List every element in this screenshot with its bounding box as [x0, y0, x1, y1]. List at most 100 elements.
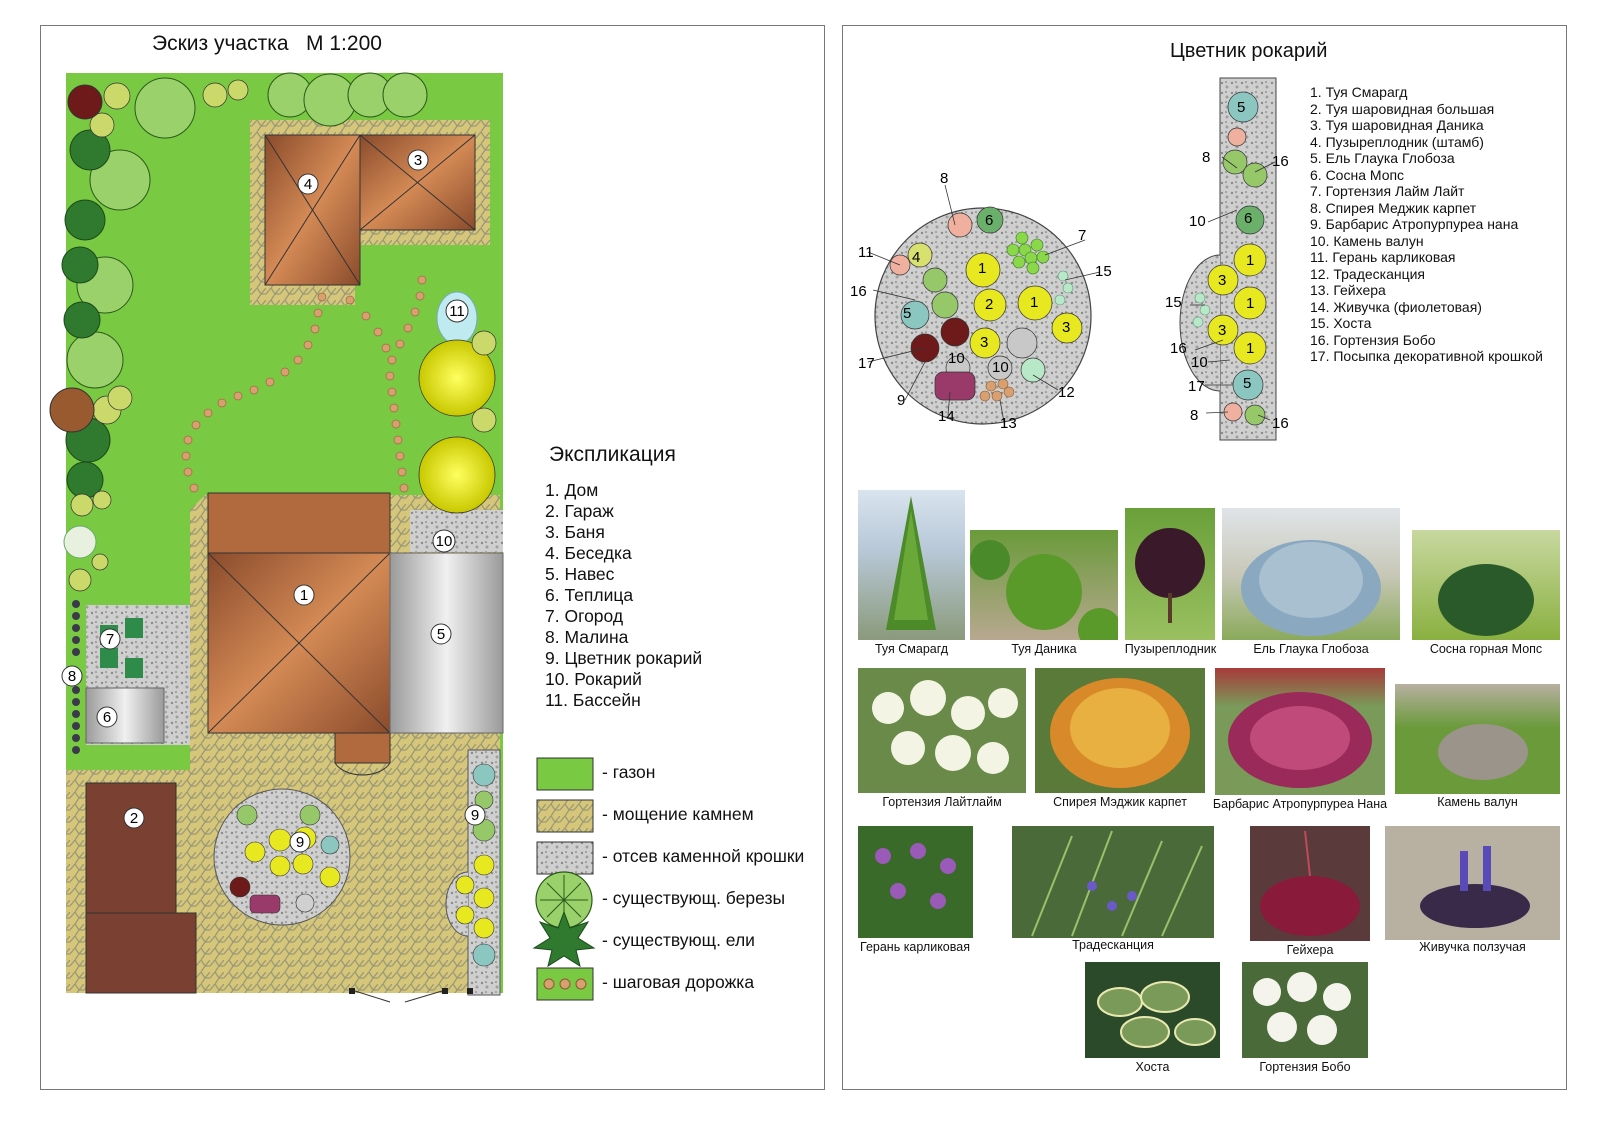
spruce-icon: [532, 910, 596, 968]
plan-label-10: 10: [436, 533, 453, 550]
rockery-title: Цветник рокарий: [1170, 40, 1328, 62]
rock-circle-label-4: 4: [912, 249, 920, 266]
photo-caption: Традесканция: [1072, 938, 1154, 952]
photo-caption: Гортензия Лайтлайм: [882, 795, 1002, 809]
rock-strip-label-16b: 16: [1272, 415, 1289, 432]
photo-physocarpus: [1125, 508, 1215, 640]
rock-strip-label-3a: 3: [1218, 272, 1226, 289]
rock-circle-label-3a: 3: [980, 334, 988, 351]
plant-item: 11. Герань карликовая: [1310, 249, 1456, 265]
rock-strip-label-10a: 10: [1189, 213, 1206, 230]
plan-label-4: 4: [304, 176, 312, 193]
rock-circle-label-16: 16: [850, 283, 867, 300]
explication-list: 1. Дом 2. Гараж 3. Баня 4. Беседка 5. На…: [545, 480, 702, 711]
legend-row-paving: - мощение камнем: [536, 796, 826, 838]
legend-label: - существующ. березы: [602, 888, 786, 908]
explication-item: 10. Рокарий: [545, 669, 642, 689]
explication-title: Экспликация: [549, 443, 676, 466]
plan-label-1: 1: [300, 587, 308, 604]
rock-strip-label-3b: 3: [1218, 322, 1226, 339]
plan-label-11: 11: [449, 303, 465, 320]
rock-strip-label-1b: 1: [1246, 295, 1254, 312]
rock-strip-label-16a: 16: [1272, 153, 1289, 170]
rock-strip-label-15: 15: [1165, 294, 1182, 311]
plant-item: 2. Туя шаровидная большая: [1310, 100, 1495, 117]
explication-item: 2. Гараж: [545, 501, 614, 521]
plan-label-9b: 9: [471, 807, 479, 824]
plant-item: 15. Хоста: [1310, 315, 1372, 331]
photo-hydrangea-limelight: [858, 668, 1026, 793]
explication-item: 8. Малина: [545, 627, 629, 647]
rock-circle-label-13: 13: [1000, 415, 1017, 432]
rock-strip-label-5a: 5: [1237, 99, 1245, 116]
plant-item: 4. Пузыреплодник (штамб): [1310, 133, 1484, 150]
explication-item: 4. Беседка: [545, 543, 632, 563]
plan-label-7: 7: [106, 631, 114, 648]
photo-caption: Туя Даника: [1011, 642, 1077, 656]
photo-caption: Гейхера: [1286, 943, 1334, 957]
legend-label: - существующ. ели: [602, 930, 755, 950]
plant-item: 10. Камень валун: [1310, 232, 1424, 249]
plan-label-8: 8: [68, 668, 76, 685]
explication-item: 6. Теплица: [545, 585, 634, 605]
rock-circle-label-8: 8: [940, 170, 948, 187]
photo-geranium: [858, 826, 973, 938]
photo-pinus-mops: [1412, 530, 1560, 640]
explication-item: 9. Цветник рокарий: [545, 648, 703, 668]
explication-item: 5. Навес: [545, 564, 615, 584]
legend-row-spruce: - существующ. ели: [536, 922, 826, 964]
plant-item: 17. Посыпка декоративной крошкой: [1310, 348, 1543, 364]
photo-caption: Барбарис Атропурпуреа Нана: [1212, 797, 1388, 811]
photo-berberis-atropurpurea: [1215, 668, 1385, 795]
photo-caption: Пузыреплодник: [1124, 642, 1217, 656]
legend-label: - отсев каменной крошки: [602, 846, 805, 866]
rock-strip-label-16b: 16: [1170, 340, 1187, 357]
photo-caption: Хоста: [1135, 1060, 1170, 1074]
rock-circle-label-10a: 10: [948, 350, 965, 367]
rock-circle-label-1a: 1: [978, 260, 986, 277]
rock-strip-label-17: 17: [1188, 378, 1205, 395]
plant-item: 12. Традесканция: [1310, 265, 1426, 282]
photo-caption: Сосна горная Мопс: [1429, 642, 1543, 656]
plan-label-6: 6: [103, 709, 111, 726]
rock-strip-label-6: 6: [1244, 210, 1252, 227]
legend-paving-swatch: [536, 799, 594, 833]
rock-strip-label-1c: 1: [1246, 340, 1254, 357]
rock-circle-label-1b: 1: [1030, 294, 1038, 311]
explication-item: 3. Баня: [545, 522, 605, 542]
photo-caption: Живучка ползучая: [1419, 940, 1526, 954]
rock-strip-label-1a: 1: [1246, 252, 1254, 269]
plan-label-3: 3: [414, 152, 422, 169]
photo-caption: Герань карликовая: [860, 940, 970, 954]
photo-ajuga: [1385, 826, 1560, 940]
photo-caption: Туя Смарагд: [874, 642, 949, 656]
plant-item: 14. Живучка (фиолетовая): [1310, 298, 1482, 315]
rock-circle-label-14: 14: [938, 408, 955, 425]
plant-item: 16. Гортензия Бобо: [1310, 331, 1436, 348]
plant-item: 13. Гейхера: [1310, 282, 1386, 298]
plan-label-5: 5: [437, 626, 445, 643]
plan-label-2: 2: [130, 810, 138, 827]
photo-caption: Камень валун: [1437, 795, 1518, 809]
legend-row-birch: - существующ. березы: [536, 880, 826, 922]
explication-item: 7. Огород: [545, 606, 624, 626]
rock-strip-label-8b: 8: [1190, 407, 1198, 424]
rock-circle-label-12: 12: [1058, 384, 1075, 401]
photo-caption: Ель Глаука Глобоза: [1253, 642, 1369, 656]
rock-circle-label-6: 6: [985, 212, 993, 229]
rock-circle-label-10b: 10: [992, 359, 1009, 376]
photo-caption: Спирея Мэджик карпет: [1053, 795, 1187, 809]
legend-label: - шаговая дорожка: [602, 972, 755, 992]
plant-item: 5. Ель Глаука Глобоза: [1310, 150, 1455, 166]
rock-circle-label-11: 11: [858, 244, 874, 261]
photo-boulder: [1395, 684, 1560, 794]
plant-item: 7. Гортензия Лайм Лайт: [1310, 183, 1465, 199]
photo-hosta: [1085, 962, 1220, 1058]
rock-circle-label-3b: 3: [1062, 319, 1070, 336]
explication-item: 11. Бассейн: [545, 690, 641, 710]
rock-circle-label-7: 7: [1078, 227, 1086, 244]
rock-strip-label-10b: 10: [1191, 354, 1208, 371]
rock-circle-label-17: 17: [858, 355, 875, 372]
plant-item: 3. Туя шаровидная Даника: [1310, 117, 1484, 133]
